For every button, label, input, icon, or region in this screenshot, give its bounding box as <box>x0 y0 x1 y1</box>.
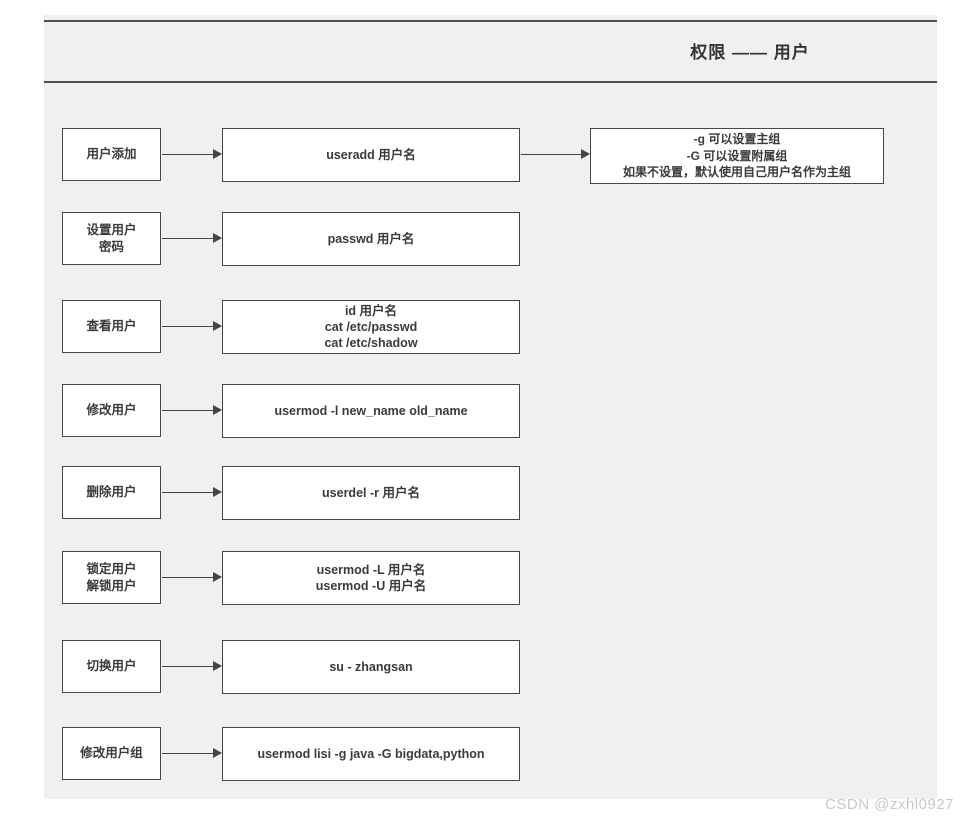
label-box-delete-user: 删除用户 <box>62 466 161 519</box>
arrow-right-icon <box>162 233 222 244</box>
csdn-watermark: CSDN @zxhl0927 <box>825 796 954 813</box>
arrow-right-icon <box>162 572 222 583</box>
command-box-userdel: userdel -r 用户名 <box>222 466 520 520</box>
command-box-su: su - zhangsan <box>222 640 520 694</box>
arrow-right-icon <box>162 748 222 759</box>
arrow-right-icon <box>162 405 222 416</box>
note-box-useradd-options: -g 可以设置主组 -G 可以设置附属组 如果不设置，默认使用自己用户名作为主组 <box>590 128 884 184</box>
header-rule-top <box>44 20 937 22</box>
command-box-id-cat: id 用户名 cat /etc/passwd cat /etc/shadow <box>222 300 520 354</box>
command-box-passwd: passwd 用户名 <box>222 212 520 266</box>
label-box-switch-user: 切换用户 <box>62 640 161 693</box>
header-rule-bottom <box>44 81 937 83</box>
command-box-usermod-rename: usermod -l new_name old_name <box>222 384 520 438</box>
label-box-view-user: 查看用户 <box>62 300 161 353</box>
label-box-modify-user: 修改用户 <box>62 384 161 437</box>
arrow-right-icon <box>162 661 222 672</box>
label-box-add-user: 用户添加 <box>62 128 161 181</box>
arrow-right-icon <box>521 149 590 160</box>
command-box-useradd: useradd 用户名 <box>222 128 520 182</box>
label-box-lock-unlock-user: 锁定用户 解锁用户 <box>62 551 161 604</box>
page-title: 权限 —— 用户 <box>690 43 810 62</box>
label-box-modify-user-group: 修改用户组 <box>62 727 161 780</box>
command-box-usermod-lock: usermod -L 用户名 usermod -U 用户名 <box>222 551 520 605</box>
command-box-usermod-groups: usermod lisi -g java -G bigdata,python <box>222 727 520 781</box>
arrow-right-icon <box>162 149 222 160</box>
label-box-set-password: 设置用户 密码 <box>62 212 161 265</box>
arrow-right-icon <box>162 487 222 498</box>
arrow-right-icon <box>162 321 222 332</box>
